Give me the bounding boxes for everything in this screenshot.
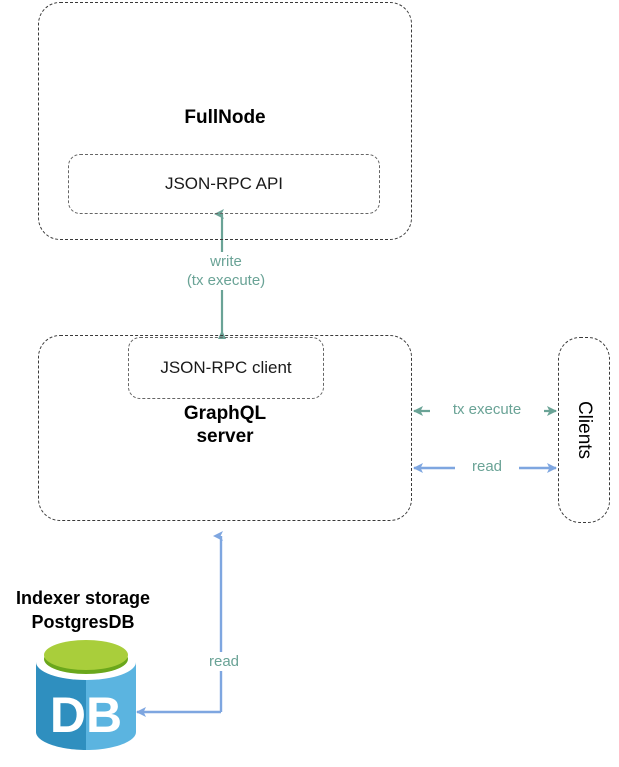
jsonrpc-api-box[interactable]: JSON-RPC API <box>68 154 380 214</box>
indexer-storage-title: Indexer storage PostgresDB <box>15 588 151 632</box>
fullnode-title: FullNode <box>184 107 266 128</box>
tx-execute-edge-label: tx execute <box>430 400 544 419</box>
clients-read-edge-label: read <box>455 457 519 476</box>
jsonrpc-api-label: JSON-RPC API <box>164 174 284 193</box>
db-icon-label: DB <box>50 687 122 743</box>
clients-container[interactable] <box>558 337 610 523</box>
graphql-server-title: GraphQL server <box>183 403 267 447</box>
fullnode-container[interactable] <box>38 2 412 240</box>
graphql-server-container[interactable] <box>38 335 412 521</box>
db-read-edge-label: read <box>192 652 256 671</box>
jsonrpc-client-box[interactable]: JSON-RPC client <box>128 337 324 399</box>
write-tx-execute-edge-label: write (tx execute) <box>168 252 284 290</box>
clients-title-wrap: Clients <box>558 337 610 523</box>
database-cylinder-icon: DB <box>36 640 136 750</box>
jsonrpc-client-label: JSON-RPC client <box>160 358 292 377</box>
clients-title: Clients <box>574 400 596 460</box>
